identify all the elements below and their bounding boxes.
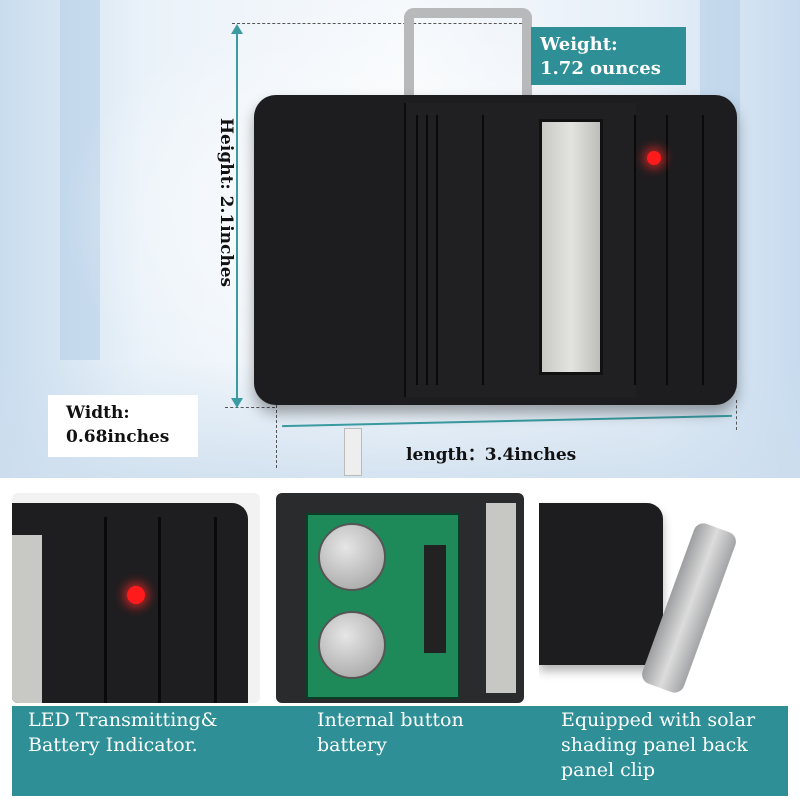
weight-label: Weight: 1.72 ounces xyxy=(531,27,686,85)
caption-line: Equipped with solar xyxy=(561,709,756,731)
caption-line: Battery Indicator. xyxy=(28,734,198,756)
caption-line: battery xyxy=(317,734,387,756)
dip-switch xyxy=(424,545,446,653)
thumbnail-led xyxy=(12,493,260,703)
height-arrow-down xyxy=(231,398,243,408)
belt-clip xyxy=(404,8,532,98)
height-label: Height: 2.1inches xyxy=(216,118,236,288)
remote-rib xyxy=(436,115,438,385)
remote-rib xyxy=(666,115,668,385)
height-dimension-line xyxy=(236,28,238,406)
led-indicator xyxy=(127,586,145,604)
height-bottom-guide xyxy=(225,407,275,408)
remote-device xyxy=(254,95,737,405)
remote-rib xyxy=(426,115,428,385)
remote-rib xyxy=(104,517,107,703)
width-label-line1: Width: xyxy=(66,403,130,423)
weight-label-line1: Weight: xyxy=(540,34,618,55)
circuit-board xyxy=(306,513,460,699)
thumbnail-clip xyxy=(539,493,787,703)
remote-button-edge xyxy=(12,535,42,703)
remote-rib xyxy=(482,115,484,385)
coin-battery xyxy=(318,523,386,591)
caption-line: shading panel back xyxy=(561,734,748,756)
caption-line: Internal button xyxy=(317,709,464,731)
length-label: length：3.4inches xyxy=(406,445,577,465)
remote-side xyxy=(539,503,663,665)
caption-led: LED Transmitting& Battery Indicator. xyxy=(28,708,258,758)
remote-rib xyxy=(634,115,636,385)
remote-button xyxy=(539,119,603,375)
remote-rib xyxy=(214,517,217,703)
caption-battery: Internal button battery xyxy=(317,708,517,758)
caption-clip: Equipped with solar shading panel back p… xyxy=(561,708,781,783)
caption-bar xyxy=(12,706,788,796)
width-label-line2: 0.68inches xyxy=(66,427,170,447)
length-left-guide xyxy=(276,400,277,468)
caption-line: panel clip xyxy=(561,759,656,781)
remote-rib xyxy=(702,115,704,385)
height-top-guide xyxy=(232,23,532,24)
remote-button-edge xyxy=(486,503,516,693)
remote-rib xyxy=(416,115,418,385)
thumbnail-battery xyxy=(276,493,524,703)
clip-tip xyxy=(344,428,362,476)
caption-line: LED Transmitting& xyxy=(28,709,218,731)
coin-battery xyxy=(318,611,386,679)
weight-label-line2: 1.72 ounces xyxy=(540,58,661,79)
led-indicator xyxy=(647,151,661,165)
length-right-guide xyxy=(736,400,737,430)
width-label: Width: 0.68inches xyxy=(48,395,198,457)
height-arrow-up xyxy=(231,24,243,34)
remote-closeup xyxy=(12,503,248,703)
remote-rib xyxy=(158,517,161,703)
